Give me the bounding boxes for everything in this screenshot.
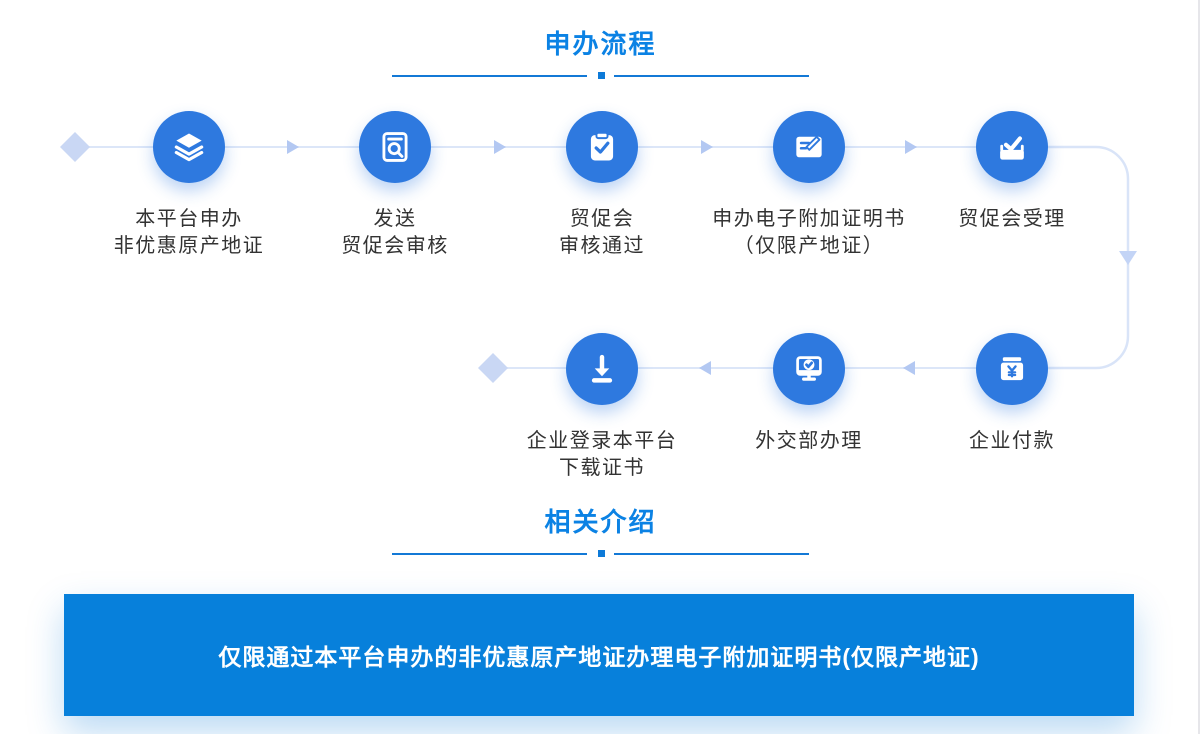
step-label-line: 贸促会审核 xyxy=(341,235,449,257)
intro-title-divider xyxy=(0,550,1201,557)
monitor-check-icon xyxy=(796,356,822,381)
step-label: 本平台申办 非优惠原产地证 xyxy=(114,206,265,260)
step-circle xyxy=(773,333,845,405)
step-circle xyxy=(976,111,1048,183)
arrow-right-icon xyxy=(287,140,299,154)
intro-notice-text: 仅限通过本平台申办的非优惠原产地证办理电子附加证明书(仅限产地证) xyxy=(218,644,980,670)
arrow-right-icon xyxy=(905,140,917,154)
step-label: 申办电子附加证明书 （仅限产地证） xyxy=(712,206,906,260)
step-label: 贸促会受理 xyxy=(958,206,1066,233)
step-label-line: （仅限产地证） xyxy=(733,235,885,257)
step-label-line: 贸促会 xyxy=(569,208,635,230)
arrow-right-icon xyxy=(494,140,506,154)
step-label-line: 外交部办理 xyxy=(755,430,863,452)
flow-step-ccpit-accept: 贸促会受理 xyxy=(862,111,1162,233)
step-label-line: 申办电子附加证明书 xyxy=(712,208,906,230)
wallet-icon xyxy=(1000,357,1024,381)
divider-line-left xyxy=(392,552,587,555)
step-circle xyxy=(773,111,845,183)
arrow-left-icon xyxy=(903,361,915,375)
step-label: 企业付款 xyxy=(969,428,1055,455)
step-label-line: 发送 xyxy=(373,208,417,230)
flow-step-send-review: 发送 贸促会审核 xyxy=(245,111,545,260)
doc-search-icon xyxy=(382,132,408,162)
divider-square-dot xyxy=(598,550,605,557)
divider-line-right xyxy=(614,552,809,555)
start-diamond xyxy=(60,132,90,162)
flow-title-divider xyxy=(0,72,1201,79)
divider-line-left xyxy=(392,74,587,77)
arrow-left-icon xyxy=(699,361,711,375)
step-label-line: 企业登录本平台 xyxy=(526,430,678,452)
download-icon xyxy=(591,354,613,383)
layers-icon xyxy=(174,133,204,162)
intro-notice-banner: 仅限通过本平台申办的非优惠原产地证办理电子附加证明书(仅限产地证) xyxy=(64,594,1134,716)
step-circle xyxy=(566,111,638,183)
step-circle xyxy=(153,111,225,183)
clipboard-check-icon xyxy=(590,131,614,161)
step-label: 企业登录本平台 下载证书 xyxy=(527,428,678,482)
flow-step-apply-eattach: 申办电子附加证明书 （仅限产地证） xyxy=(659,111,959,260)
step-label-line: 非优惠原产地证 xyxy=(113,235,265,257)
divider-square-dot xyxy=(598,72,605,79)
card-edit-icon xyxy=(796,135,822,158)
page-right-edge-line xyxy=(1198,0,1200,734)
row2-diamond xyxy=(478,353,508,383)
step-label: 外交部办理 xyxy=(755,428,863,455)
step-label-line: 本平台申办 xyxy=(135,208,243,230)
step-label-line: 贸促会受理 xyxy=(958,208,1066,230)
step-circle xyxy=(976,333,1048,405)
flow-step-mofa-process: 外交部办理 xyxy=(659,333,959,455)
step-circle xyxy=(359,111,431,183)
step-circle xyxy=(566,333,638,405)
arrow-down-icon xyxy=(1119,251,1137,265)
flow-step-company-pay: 企业付款 xyxy=(862,333,1162,455)
arrow-right-icon xyxy=(701,140,713,154)
step-label-line: 审核通过 xyxy=(559,235,645,257)
step-label-line: 下载证书 xyxy=(559,457,645,479)
intro-section-title: 相关介绍 xyxy=(544,507,657,537)
step-label-line: 企业付款 xyxy=(969,430,1055,452)
flow-step-review-passed: 贸促会 审核通过 xyxy=(452,111,752,260)
flow-section-title: 申办流程 xyxy=(544,29,657,59)
step-label: 贸促会 审核通过 xyxy=(559,206,645,260)
tray-check-icon xyxy=(1000,136,1024,160)
flow-step-download-cert: 企业登录本平台 下载证书 xyxy=(452,333,752,482)
step-label: 发送 贸促会审核 xyxy=(341,206,449,260)
flow-step-apply-platform: 本平台申办 非优惠原产地证 xyxy=(39,111,339,260)
divider-line-right xyxy=(614,74,809,77)
